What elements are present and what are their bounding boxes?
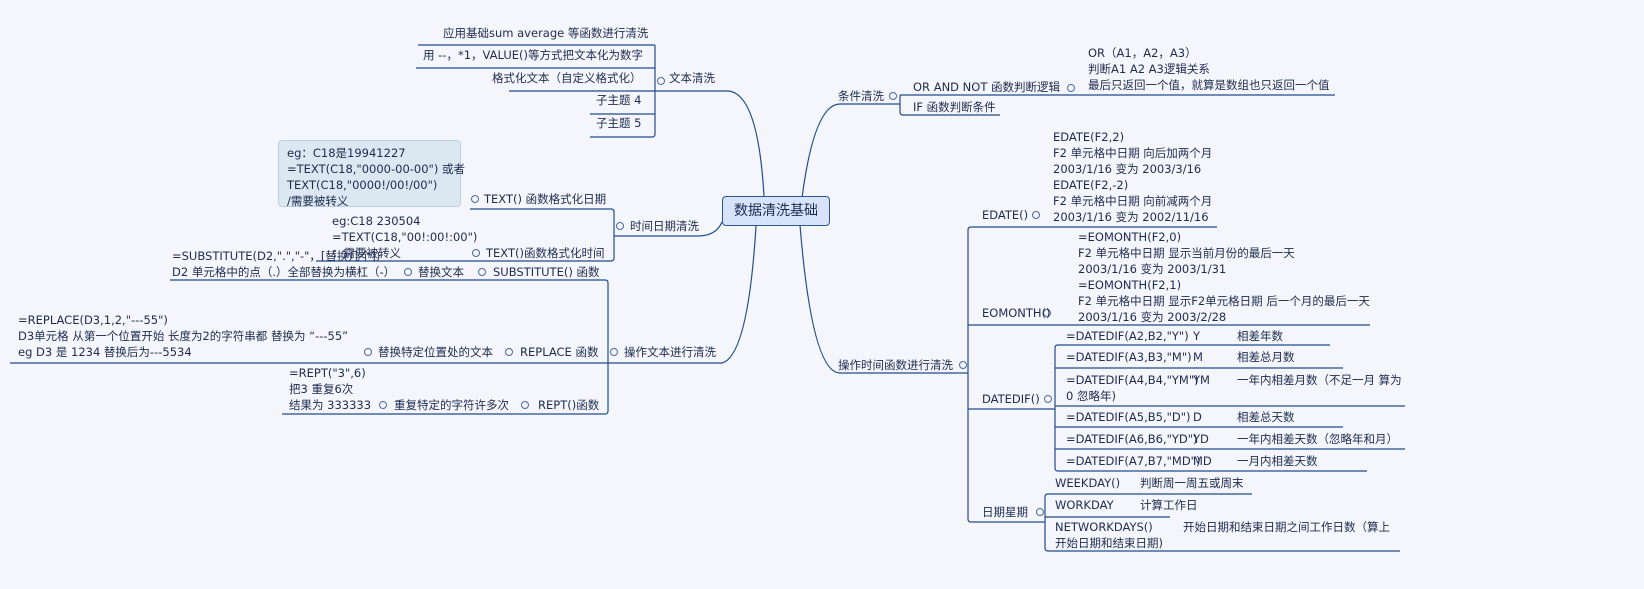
branch-cond-clean[interactable]: 条件清洗	[838, 89, 884, 103]
topic-node[interactable]: 用 --，*1，VALUE()等方式把文本化为数字	[423, 48, 644, 62]
datedif-desc: 相差总天数	[1237, 410, 1295, 424]
collapse-icon[interactable]	[471, 195, 479, 203]
topic-node[interactable]: 替换文本	[418, 265, 464, 279]
topic-node[interactable]: DATEDIF()	[982, 392, 1040, 406]
collapse-icon[interactable]	[1067, 84, 1075, 92]
datedif-unit: M	[1193, 350, 1203, 364]
topic-node[interactable]: TEXT()函数格式化时间	[486, 246, 605, 260]
datedif-desc-cont: 0 忽略年)	[1066, 389, 1116, 403]
collapse-icon[interactable]	[616, 222, 624, 230]
root-node[interactable]: 数据清洗基础	[722, 196, 830, 226]
topic-node[interactable]: EOMONTH()	[982, 306, 1051, 320]
datedif-formula[interactable]: =DATEDIF(A3,B3,"M")	[1066, 350, 1192, 364]
topic-detail[interactable]: eg:C18 230504 =TEXT(C18,"00!:00!:00") ：需…	[332, 214, 478, 260]
datedif-desc: 一月内相差天数	[1237, 454, 1318, 468]
collapse-icon[interactable]	[889, 92, 897, 100]
topic-detail[interactable]: =REPT("3",6) 把3 重复6次 结果为 333333	[289, 366, 372, 412]
collapse-icon[interactable]	[404, 268, 412, 276]
collapse-icon[interactable]	[657, 77, 665, 85]
datedif-unit: YM	[1193, 373, 1210, 387]
branch-datetime-clean[interactable]: 时间日期清洗	[630, 219, 699, 233]
collapse-icon[interactable]	[959, 361, 967, 369]
topic-node[interactable]: REPLACE 函数	[520, 345, 599, 359]
datedif-formula[interactable]: =DATEDIF(A7,B7,"MD")	[1066, 454, 1201, 468]
collapse-icon[interactable]	[379, 401, 387, 409]
topic-detail[interactable]: =REPLACE(D3,1,2,"---55") D3单元格 从第一个位置开始 …	[18, 313, 349, 359]
datedif-unit: YD	[1193, 432, 1209, 446]
weekday-desc: 判断周一周五或周末	[1140, 476, 1244, 490]
topic-node[interactable]: OR AND NOT 函数判断逻辑	[913, 80, 1061, 94]
topic-node[interactable]: IF 函数判断条件	[913, 100, 996, 114]
weekday-func[interactable]: WORKDAY	[1055, 498, 1114, 512]
collapse-icon[interactable]	[364, 348, 372, 356]
branch-text-clean[interactable]: 文本清洗	[669, 71, 715, 85]
collapse-icon[interactable]	[505, 348, 513, 356]
topic-node[interactable]: 重复特定的字符许多次	[394, 398, 509, 412]
topic-node[interactable]: 子主题 5	[596, 116, 642, 130]
topic-detail[interactable]: =EOMONTH(F2,0) F2 单元格中日期 显示当前月份的最后一天 200…	[1078, 230, 1370, 324]
weekday-desc: 开始日期和结束日期之间工作日数（算上	[1183, 520, 1390, 534]
weekday-func[interactable]: NETWORKDAYS()	[1055, 520, 1153, 534]
topic-node[interactable]: REPT()函数	[538, 398, 600, 412]
collapse-icon[interactable]	[1036, 508, 1044, 516]
datedif-unit: D	[1193, 410, 1202, 424]
branch-time-func-clean[interactable]: 操作时间函数进行清洗	[838, 358, 953, 372]
collapse-icon[interactable]	[478, 268, 486, 276]
topic-node[interactable]: 替换特定位置处的文本	[378, 345, 493, 359]
collapse-icon[interactable]	[1032, 211, 1040, 219]
datedif-unit: MD	[1193, 454, 1212, 468]
topic-detail[interactable]: EDATE(F2,2) F2 单元格中日期 向后加两个月 2003/1/16 变…	[1053, 130, 1213, 224]
topic-node[interactable]: 应用基础sum average 等函数进行清洗	[443, 26, 649, 40]
topic-node[interactable]: EDATE()	[982, 208, 1029, 222]
datedif-formula[interactable]: =DATEDIF(A6,B6,"YD")	[1066, 432, 1198, 446]
datedif-desc: 一年内相差天数（忽略年和月）	[1237, 432, 1398, 446]
datedif-desc: 一年内相差月数（不足一月 算为	[1237, 373, 1402, 387]
note-text: eg：C18是19941227 =TEXT(C18,"0000-00-00") …	[287, 146, 465, 208]
weekday-desc-cont: 开始日期和结束日期)	[1055, 536, 1163, 550]
datedif-unit: Y	[1193, 329, 1201, 343]
branch-op-text-clean[interactable]: 操作文本进行清洗	[624, 345, 716, 359]
note-box[interactable]: eg：C18是19941227 =TEXT(C18,"0000-00-00") …	[278, 140, 465, 208]
collapse-icon[interactable]	[521, 401, 529, 409]
topic-node[interactable]: 子主题 4	[596, 93, 642, 107]
topic-node[interactable]: SUBSTITUTE() 函数	[493, 265, 600, 279]
datedif-formula[interactable]: =DATEDIF(A2,B2,"Y")	[1066, 329, 1189, 343]
topic-detail[interactable]: OR（A1，A2，A3） 判断A1 A2 A3逻辑关系 最后只返回一个值，就算是…	[1088, 46, 1330, 92]
datedif-desc: 相差总月数	[1237, 350, 1295, 364]
weekday-func[interactable]: WEEKDAY()	[1055, 476, 1121, 490]
topic-detail[interactable]: =SUBSTITUTE(D2,".","-"，[替换几个]) D2 单元格中的点…	[172, 249, 396, 279]
topic-node[interactable]: 格式化文本（自定义格式化）	[492, 71, 642, 85]
datedif-formula[interactable]: =DATEDIF(A4,B4,"YM")	[1066, 373, 1199, 387]
datedif-desc: 相差年数	[1237, 329, 1283, 343]
collapse-icon[interactable]	[1043, 309, 1051, 317]
collapse-icon[interactable]	[610, 348, 618, 356]
collapse-icon[interactable]	[1044, 395, 1052, 403]
collapse-icon[interactable]	[472, 249, 480, 257]
topic-node[interactable]: TEXT() 函数格式化日期	[484, 192, 607, 206]
topic-node[interactable]: 日期星期	[982, 505, 1028, 519]
weekday-desc: 计算工作日	[1140, 498, 1198, 512]
datedif-formula[interactable]: =DATEDIF(A5,B5,"D")	[1066, 410, 1191, 424]
